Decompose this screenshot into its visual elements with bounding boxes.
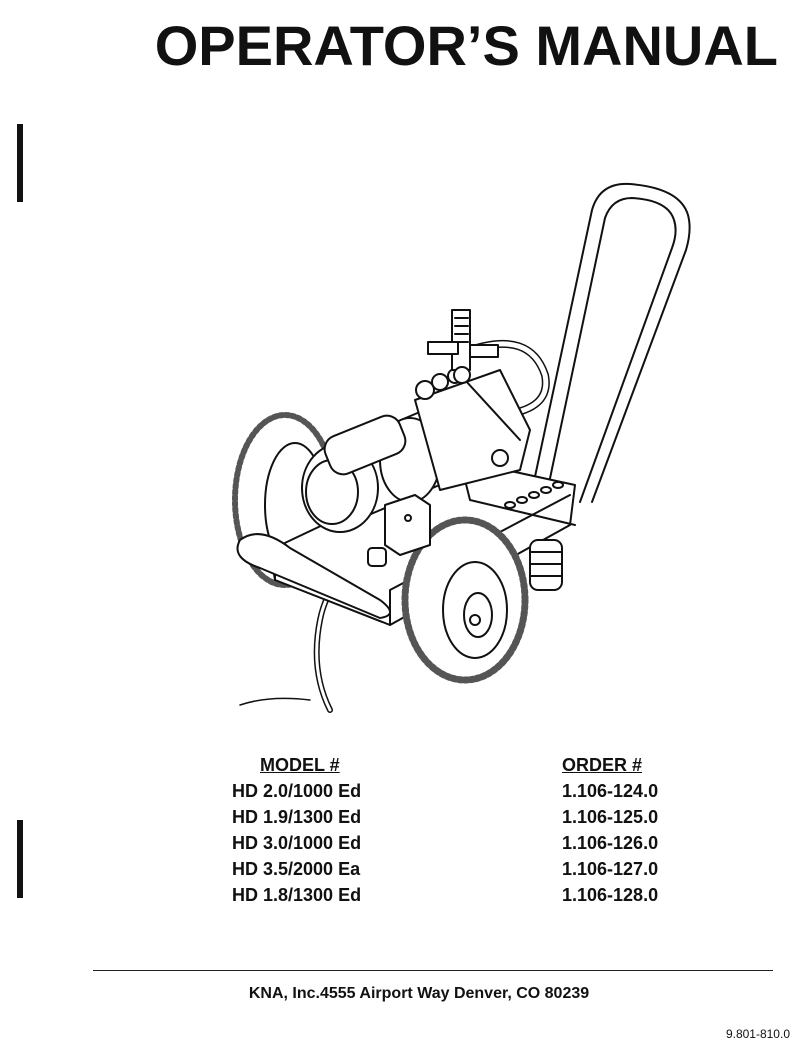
document-number: 9.801-810.0 [725, 1027, 790, 1041]
table-row: HD 1.8/1300 Ed 1.106-128.0 [232, 882, 672, 908]
model-number: HD 3.0/1000 Ed [232, 832, 362, 853]
company-address: KNA, Inc.4555 Airport Way Denver, CO 802… [248, 985, 590, 1002]
order-number: 1.106-124.0 [562, 780, 659, 801]
rear-bumper [529, 539, 563, 591]
page-title: OPERATOR’S MANUAL [154, 14, 778, 77]
model-number: HD 1.9/1300 Ed [232, 806, 362, 827]
order-number: 1.106-126.0 [562, 832, 659, 853]
table-row: HD 3.0/1000 Ed 1.106-126.0 [232, 830, 672, 856]
order-number: 1.106-127.0 [562, 858, 659, 879]
cart-handle [529, 182, 691, 503]
switch-box [384, 494, 431, 556]
model-number: HD 3.5/2000 Ea [232, 858, 361, 879]
model-header: MODEL # [260, 754, 340, 775]
pressure-washer-illustration [232, 182, 691, 713]
margin-bar-top [17, 124, 23, 202]
order-number: 1.106-128.0 [562, 884, 659, 905]
table-header-row: MODEL # ORDER # [232, 752, 672, 778]
model-number: HD 2.0/1000 Ed [232, 780, 362, 801]
order-number: 1.106-125.0 [562, 806, 659, 827]
unloader-valve [427, 309, 499, 384]
table-row: HD 2.0/1000 Ed 1.106-124.0 [232, 778, 672, 804]
model-number: HD 1.8/1300 Ed [232, 884, 362, 905]
order-header: ORDER # [562, 754, 643, 775]
base-panel [504, 481, 564, 509]
margin-bar-bottom [17, 820, 23, 898]
table-row: HD 1.9/1300 Ed 1.106-125.0 [232, 804, 672, 830]
footer-divider [93, 970, 773, 971]
model-order-table: MODEL # ORDER # HD 2.0/1000 Ed 1.106-124… [232, 752, 672, 908]
front-wheel [401, 516, 529, 684]
table-row: HD 3.5/2000 Ea 1.106-127.0 [232, 856, 672, 882]
